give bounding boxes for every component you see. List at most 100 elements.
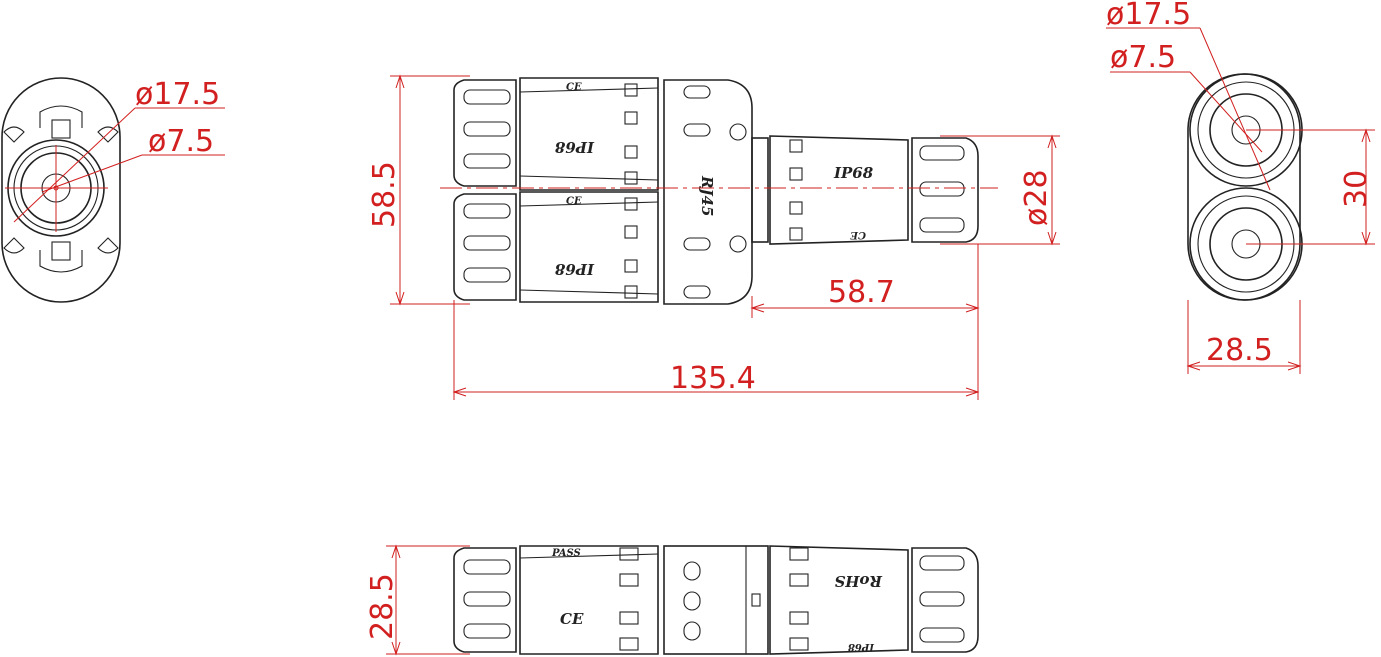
left-ear-tl bbox=[3, 126, 25, 143]
upper-nut-rib-1 bbox=[463, 89, 511, 105]
branch-ce-mark: CE bbox=[850, 229, 866, 240]
dim-28-arrow-top bbox=[1047, 134, 1057, 149]
dim-28-arrow-bot bbox=[1047, 231, 1057, 246]
bottom-right-body bbox=[769, 545, 909, 655]
dim-58.7-arrow-r bbox=[965, 303, 980, 313]
left-ear-bl bbox=[3, 237, 25, 254]
upper-latch-1 bbox=[624, 83, 638, 97]
bottom-hub-slot-2 bbox=[683, 591, 701, 611]
bottom-right-latch-1 bbox=[789, 547, 809, 561]
lower-latch-2 bbox=[624, 225, 638, 239]
left-outline bbox=[1, 77, 121, 303]
dim-58.7-label: 58.7 bbox=[828, 275, 895, 310]
lower-nut-rib-2 bbox=[463, 235, 511, 251]
dim-30-label: 30 bbox=[1339, 170, 1374, 208]
dim-28.5r-arrow-l bbox=[1186, 361, 1201, 371]
lower-latch-1 bbox=[624, 197, 638, 211]
hub-slot-1 bbox=[683, 85, 711, 99]
right-outer-dia-label: ø17.5 bbox=[1106, 0, 1191, 32]
bottom-hub-slot-1 bbox=[683, 561, 701, 581]
right-leader-outer bbox=[1199, 27, 1271, 191]
upper-nut bbox=[453, 79, 517, 187]
hub-slot-2 bbox=[683, 123, 711, 137]
branch-latch-1 bbox=[789, 139, 803, 153]
dim-58.7-arrow-l bbox=[750, 303, 765, 313]
bottom-right-rib-3 bbox=[919, 627, 965, 643]
upper-body-edge-b bbox=[519, 175, 659, 181]
bottom-right-latch-3 bbox=[789, 611, 809, 625]
lower-ce-mark: CE bbox=[566, 196, 582, 207]
lower-nut-rib-3 bbox=[463, 267, 511, 283]
front-view: CE IP68 CE IP68 RJ45 IP68 CE bbox=[367, 74, 1060, 400]
bottom-left-latch-4 bbox=[619, 637, 639, 651]
dim-28.5b-label: 28.5 bbox=[365, 573, 400, 640]
bottom-right-rib-2 bbox=[919, 591, 965, 607]
dim-58.5-label: 58.5 bbox=[367, 161, 402, 228]
right-end-view: ø17.5 ø7.5 30 28.5 bbox=[1106, 0, 1375, 374]
bottom-right-rib-1 bbox=[919, 555, 965, 571]
hub-boss-1 bbox=[729, 123, 747, 141]
branch-latch-4 bbox=[789, 227, 803, 241]
bottom-left-rib-2 bbox=[463, 591, 511, 607]
right-outline bbox=[1187, 73, 1301, 301]
dim-135.4-label: 135.4 bbox=[670, 361, 756, 396]
dim-58.5-arrow-top bbox=[395, 74, 405, 89]
branch-nut-rib-2 bbox=[919, 181, 965, 197]
upper-nut-rib-3 bbox=[463, 153, 511, 169]
bottom-hub-key bbox=[751, 593, 761, 607]
bottom-left-rib-3 bbox=[463, 623, 511, 639]
bottom-right-nut bbox=[911, 547, 979, 653]
left-ear-br bbox=[97, 237, 119, 254]
bottom-pass-mark: PASS bbox=[551, 548, 581, 559]
hub-boss-2 bbox=[729, 235, 747, 253]
lower-ip-mark: IP68 bbox=[554, 260, 595, 278]
bottom-left-body bbox=[519, 545, 659, 655]
hub-rj45-mark: RJ45 bbox=[698, 175, 716, 216]
bottom-left-rib-1 bbox=[463, 559, 511, 575]
bottom-left-nut bbox=[453, 547, 517, 653]
branch-latch-3 bbox=[789, 201, 803, 215]
branch-nut-rib-1 bbox=[919, 145, 965, 161]
lower-nut bbox=[453, 193, 517, 301]
branch-nut bbox=[911, 137, 979, 243]
upper-ce-mark: CE bbox=[566, 82, 582, 93]
left-bottom-tab bbox=[39, 250, 83, 273]
bottom-right-latch-4 bbox=[789, 637, 809, 651]
left-inner-dia-label: ø7.5 bbox=[148, 124, 214, 159]
left-ear-tr bbox=[97, 126, 119, 143]
dim-58.5-arrow-bot bbox=[395, 291, 405, 306]
left-end-view: ø17.5 ø7.5 bbox=[1, 77, 225, 303]
hub-body bbox=[663, 79, 753, 305]
bottom-left-latch-2 bbox=[619, 573, 639, 587]
upper-latch-2 bbox=[624, 111, 638, 125]
bottom-view: PASS CE RoHS IP68 28.5 bbox=[365, 544, 979, 656]
upper-body-edge bbox=[519, 87, 659, 93]
hub-slot-4 bbox=[683, 285, 711, 299]
bottom-ce-mark: CE bbox=[560, 610, 584, 628]
left-bottom-slot bbox=[51, 241, 71, 261]
upper-latch-3 bbox=[624, 145, 638, 159]
bottom-left-latch-3 bbox=[619, 611, 639, 625]
branch-ip-mark: IP68 bbox=[833, 164, 874, 182]
left-top-tab bbox=[39, 105, 83, 128]
upper-body bbox=[519, 77, 659, 191]
bottom-hub-slot-3 bbox=[683, 621, 701, 641]
bottom-ip-mark: IP68 bbox=[848, 641, 875, 652]
lower-body-edge-b bbox=[519, 289, 659, 295]
dim-28.5r-label: 28.5 bbox=[1206, 333, 1273, 368]
dim-28.5r-arrow-r bbox=[1287, 361, 1302, 371]
dim-28.5b-arrow-bot bbox=[391, 641, 401, 656]
dim-135.4-arrow-l bbox=[452, 387, 467, 397]
branch-latch-2 bbox=[789, 167, 803, 181]
upper-ip-mark: IP68 bbox=[554, 138, 595, 156]
branch-body bbox=[769, 135, 909, 245]
dim-28.5b-arrow-top bbox=[391, 544, 401, 559]
left-top-slot bbox=[51, 119, 71, 139]
left-leader-inner bbox=[41, 154, 143, 193]
bottom-left-body-edge bbox=[519, 553, 659, 559]
lower-body-edge bbox=[519, 201, 659, 207]
lower-latch-3 bbox=[624, 259, 638, 273]
bottom-left-latch-1 bbox=[619, 547, 639, 561]
branch-neck bbox=[751, 137, 769, 243]
